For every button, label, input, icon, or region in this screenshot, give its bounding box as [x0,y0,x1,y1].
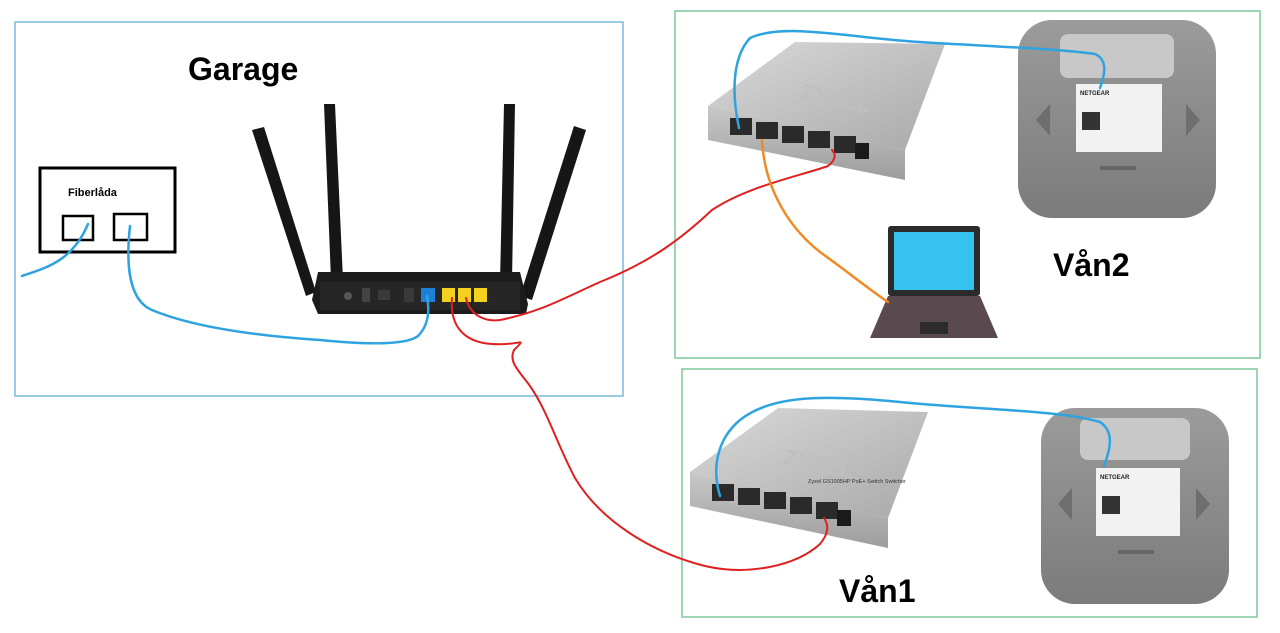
laptop-base [870,296,998,338]
switch-bottom-port-5 [816,502,838,519]
ap-top-qr [1082,112,1100,130]
switch-top-lid [708,42,945,150]
router-port-lan-3 [474,288,487,302]
ap-top-mount-left [1036,104,1050,136]
ap-top-mount-right [1186,104,1200,136]
ap-bottom-recess [1080,418,1190,460]
switch-bottom: ZYXEL Zyxel GS1005HP PoE+ Switch Switche… [690,408,928,548]
switch-top-power [855,143,869,159]
switch-top: ZYXEL [708,42,945,180]
ap-top-recess [1060,34,1174,78]
ap-bottom-brand: NETGEAR [1100,475,1130,481]
switch-bottom-port-4 [790,497,812,514]
fiber-box-port-1 [61,214,95,242]
cable-fiber-to-router [127,224,430,345]
switch-top-port-1 [730,118,752,135]
access-point-top: NETGEAR [1018,20,1216,218]
cable-router-to-switch-bottom [450,297,829,571]
fiber-box: Fiberlåda [38,166,177,254]
switch-top-port-3 [782,126,804,143]
router-usb-port [404,288,414,302]
router-antenna-2 [324,104,343,280]
router [252,104,586,314]
laptop-touchpad [920,322,948,334]
switch-top-port-4 [808,131,830,148]
switch-bottom-port-2 [738,488,760,505]
cable-switch-bottom-to-ap-bottom [715,396,1112,498]
room-garage-label: Garage [188,51,298,87]
router-antenna-3 [500,104,515,282]
laptop-screen [894,232,974,290]
ap-top-slot [1100,166,1136,170]
ap-bottom-mount-left [1058,488,1072,520]
ap-top-brand: NETGEAR [1080,91,1110,97]
router-port-lan-1 [442,288,455,302]
router-reset [378,290,390,300]
cable-switch-top-to-ap-top [733,29,1106,130]
switch-top-port-2 [756,122,778,139]
room-garage-border [14,21,624,397]
router-port-lan-2 [458,288,471,302]
room-van1-label: Vån1 [839,573,915,609]
router-power-button [362,288,370,302]
fiber-box-label: Fiberlåda [68,187,118,199]
room-van2-label: Vån2 [1053,247,1129,283]
room-van1-border [681,368,1258,618]
switch-top-port-5 [834,136,856,153]
fiber-box-frame [38,166,177,254]
cable-router-to-switch-top [465,149,836,322]
ap-bottom-slot [1118,550,1154,554]
access-point-bottom: NETGEAR [1041,408,1229,604]
switch-bottom-lid [690,408,928,518]
router-antenna-1 [252,127,316,296]
router-antenna-4 [520,126,586,300]
switch-bottom-power [837,510,851,526]
switch-bottom-port-3 [764,492,786,509]
cable-switch-top-to-laptop [760,138,890,304]
ap-bottom-mount-right [1196,488,1210,520]
room-garage: Garage Fiberlåda [14,21,624,397]
cables [20,29,1112,571]
switch-bottom-model: Zyxel GS1005HP PoE+ Switch Switcher [808,479,906,485]
router-port-wan [421,288,435,302]
cable-fiber-incoming [20,222,90,278]
room-van2-border [674,10,1261,359]
laptop [870,226,998,338]
ap-bottom-qr [1102,496,1120,514]
room-van1: Vån1 ZYXEL Zyxel GS1005HP PoE+ Switch Sw… [681,368,1258,618]
switch-bottom-port-1 [712,484,734,501]
room-van2: Vån2 ZYXEL NETGEAR [674,10,1261,359]
router-power-jack [344,292,352,300]
